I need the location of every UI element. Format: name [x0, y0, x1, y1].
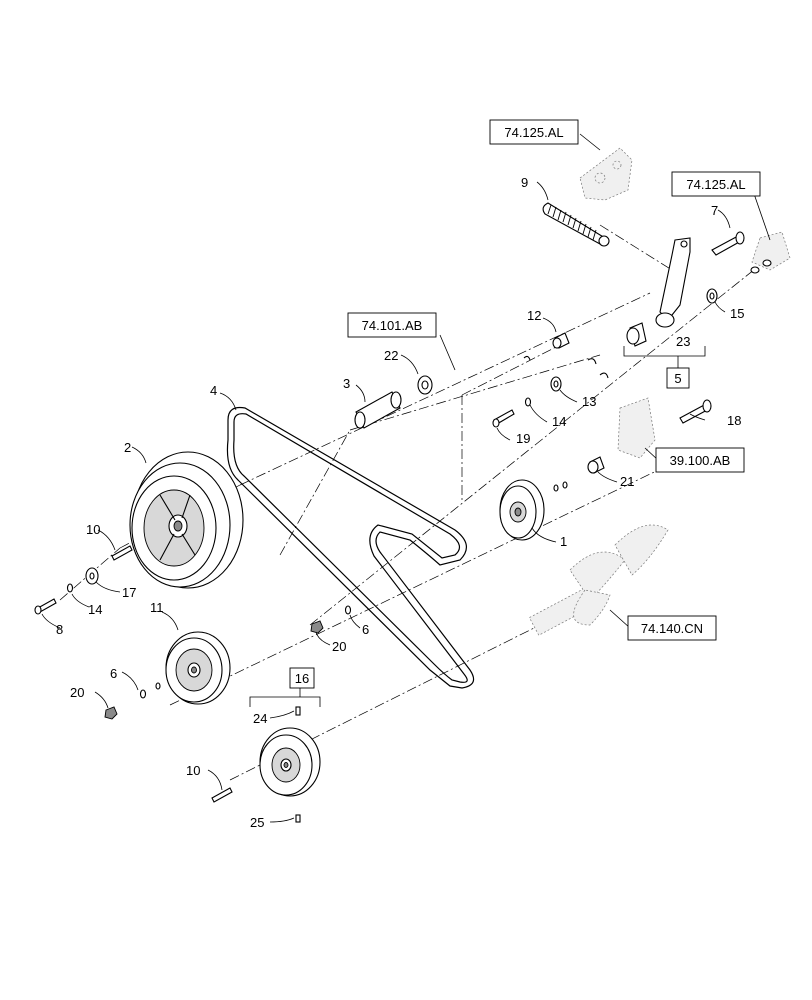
- bolt-part-18: [679, 399, 712, 424]
- callout-14-lower: 14: [88, 602, 102, 617]
- svg-text:5: 5: [674, 371, 681, 386]
- callout-12: 12: [527, 308, 541, 323]
- callout-14-upper: 14: [552, 414, 566, 429]
- callout-15: 15: [730, 306, 744, 321]
- reference-box-74140cn[interactable]: 74.140.CN: [627, 615, 717, 641]
- pulley-part-11: [165, 631, 231, 705]
- callout-11: 11: [150, 600, 164, 615]
- belt-part-4: [226, 406, 475, 689]
- svg-text:74.125.AL: 74.125.AL: [504, 125, 563, 140]
- callout-labels: 9 7 12 15 23 22 3 4 13 14 18 19 2 21 10 …: [56, 175, 744, 830]
- spacer-part-21: [587, 456, 605, 474]
- callout-9: 9: [521, 175, 528, 190]
- ghost-bracket-mid: [617, 397, 656, 459]
- reference-box-39100ab[interactable]: 39.100.AB: [655, 447, 745, 473]
- assembly-box-16: 16: [289, 667, 315, 689]
- key-part-10-upper: [111, 545, 133, 561]
- washer-part-17: [85, 567, 99, 585]
- assembly-box-5: 5: [666, 367, 690, 389]
- svg-text:74.140.CN: 74.140.CN: [641, 621, 703, 636]
- washer-part-14-lower: [66, 583, 74, 593]
- pulley-part-16: [259, 727, 321, 797]
- ghost-bracket-top: [579, 147, 633, 201]
- key-part-10-lower: [211, 787, 233, 803]
- spring-part-9: [542, 202, 610, 247]
- callout-1: 1: [560, 534, 567, 549]
- washer-part-13: [550, 376, 562, 392]
- bolt-part-8: [34, 598, 57, 615]
- callout-22: 22: [384, 348, 398, 363]
- callout-24: 24: [253, 711, 267, 726]
- reference-box-74125al-right[interactable]: 74.125.AL: [671, 171, 761, 197]
- retaining-clips: [523, 355, 609, 379]
- nut-part-20-upper: [310, 620, 324, 634]
- callout-10-lower: 10: [186, 763, 200, 778]
- callout-20-lower: 20: [70, 685, 84, 700]
- callout-10-upper: 10: [86, 522, 100, 537]
- callout-19: 19: [516, 431, 530, 446]
- assembly-bracket-16: [249, 688, 321, 707]
- reference-box-74101ab[interactable]: 74.101.AB: [347, 312, 437, 338]
- callout-21: 21: [620, 474, 634, 489]
- screw-part-25: [295, 814, 301, 823]
- callout-6-lower: 6: [110, 666, 117, 681]
- callout-23: 23: [676, 334, 690, 349]
- callout-25: 25: [250, 815, 264, 830]
- washer-part-14-upper: [524, 397, 532, 407]
- idler-arm: [655, 237, 691, 328]
- callout-8: 8: [56, 622, 63, 637]
- nut-part-20-lower: [104, 706, 118, 720]
- bolt-part-19: [492, 409, 515, 428]
- pulley-part-2: [129, 451, 244, 589]
- tube-part-3: [354, 391, 402, 429]
- callout-7: 7: [711, 203, 718, 218]
- spacer-part-12: [552, 332, 570, 349]
- ghost-plate-right: [751, 231, 791, 271]
- callout-17: 17: [122, 585, 136, 600]
- washer-part-15: [706, 288, 718, 304]
- callout-18: 18: [727, 413, 741, 428]
- ghost-auger: [528, 524, 669, 636]
- bolt-part-7: [711, 231, 745, 256]
- washer-part-6-lower: [139, 682, 161, 699]
- leader-lines: [41, 181, 731, 823]
- callout-20-upper: 20: [332, 639, 346, 654]
- svg-text:39.100.AB: 39.100.AB: [670, 453, 731, 468]
- washer-part-22: [417, 375, 433, 395]
- svg-text:16: 16: [295, 671, 309, 686]
- callout-13: 13: [582, 394, 596, 409]
- screw-part-24: [295, 706, 301, 716]
- bushing-part-23: [626, 322, 647, 347]
- reference-leaders: [439, 133, 771, 629]
- small-washers-near-21: [553, 481, 568, 492]
- svg-text:74.125.AL: 74.125.AL: [686, 177, 745, 192]
- reference-box-74125al-top[interactable]: 74.125.AL: [489, 119, 579, 145]
- svg-text:74.101.AB: 74.101.AB: [362, 318, 423, 333]
- callout-6-upper: 6: [362, 622, 369, 637]
- assembly-bracket-5: [623, 346, 706, 368]
- callout-2: 2: [124, 440, 131, 455]
- washer-part-6-upper: [344, 605, 352, 615]
- pin-right: [750, 259, 772, 274]
- callout-3: 3: [343, 376, 350, 391]
- pulley-part-1: [499, 479, 545, 541]
- callout-4: 4: [210, 383, 217, 398]
